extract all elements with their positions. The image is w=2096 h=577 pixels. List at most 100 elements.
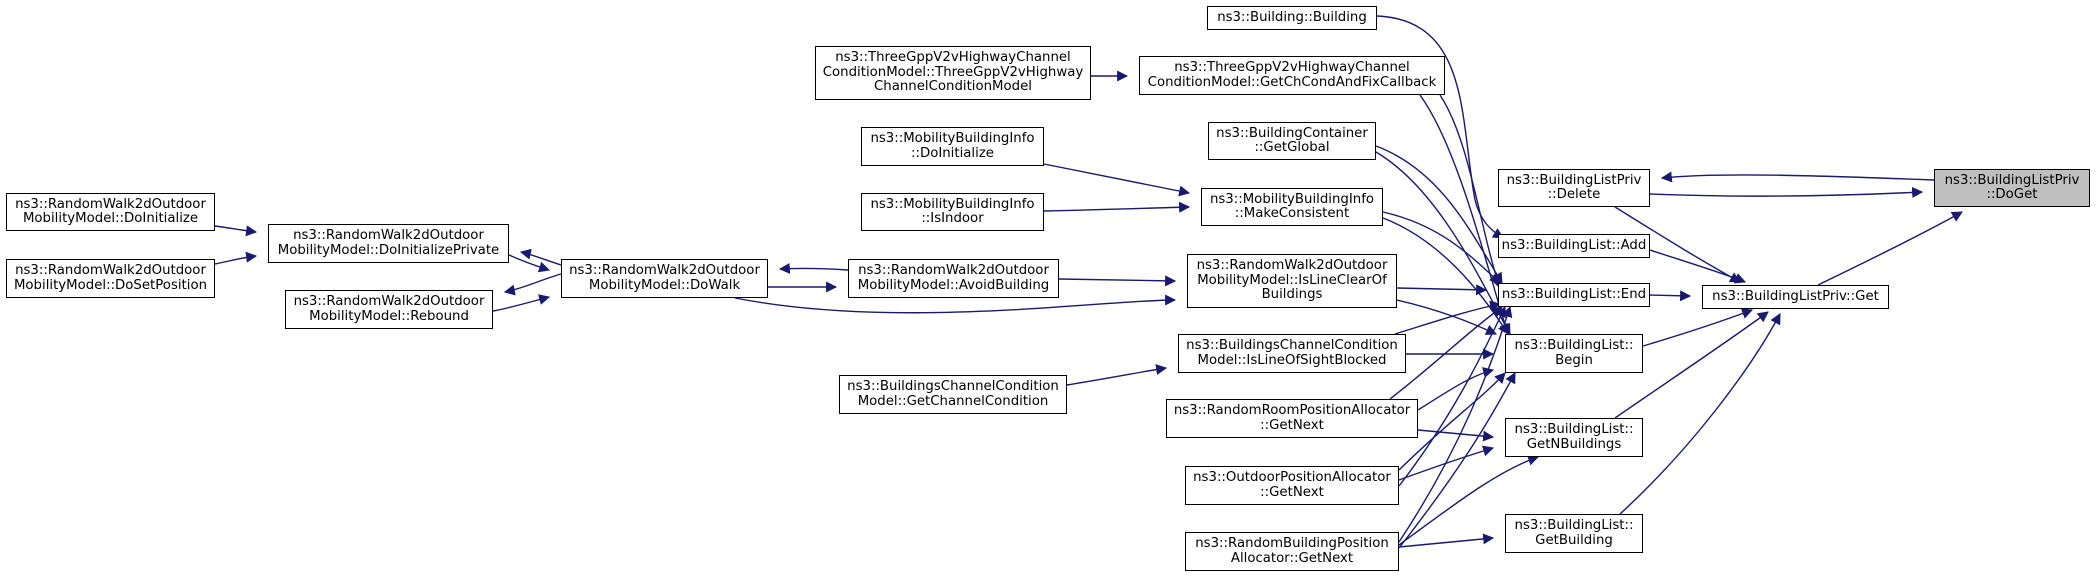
node-randomwalk-doinitialize[interactable]: ns3::RandomWalk2dOutdoor MobilityModel::… (6, 193, 215, 231)
node-line: ns3::RandomWalk2dOutdoor (569, 263, 760, 278)
node-line: ns3::RandomWalk2dOutdoor (1196, 258, 1388, 274)
node-line: GetNBuildings (1526, 436, 1622, 452)
arrow-avoid-to-dowalk (778, 263, 849, 274)
arrow-rbpa-to-end (1398, 305, 1513, 543)
node-line: ConditionModel::ThreeGppV2vHighway (822, 64, 1084, 80)
node-line: ns3::RandomWalk2dOutdoor (858, 263, 1049, 278)
arrow-v2vgetch-to-end (1439, 94, 1502, 290)
arrow-delete-to-get (1614, 206, 1741, 283)
arrow-opa-to-begin (1398, 372, 1506, 471)
node-line: ns3::RandomWalk2dOutdoor (15, 263, 206, 278)
node-line: ns3::MobilityBuildingInfo (870, 196, 1035, 212)
node-line: Buildings (1261, 287, 1323, 303)
node-mobilitybuildinginfo-makeconsistent[interactable]: ns3::MobilityBuildingInfo ::MakeConsiste… (1201, 188, 1383, 226)
node-randomwalk-dosetposition[interactable]: ns3::RandomWalk2dOutdoor MobilityModel::… (6, 259, 215, 298)
node-line: ns3::MobilityBuildingInfo (870, 131, 1035, 146)
node-v2v-getchcond[interactable]: ns3::ThreeGppV2vHighwayChannel Condition… (1139, 56, 1445, 95)
node-line: ::DoInitialize (911, 145, 994, 161)
node-bcc-getchannelcondition[interactable]: ns3::BuildingsChannelCondition Model::Ge… (839, 375, 1067, 414)
node-buildinglistpriv-get[interactable]: ns3::BuildingListPriv::Get (1702, 285, 1889, 309)
node-line: Allocator::GetNext (1230, 550, 1354, 566)
node-line: ns3::BuildingListPriv (1944, 172, 2080, 188)
node-line: MobilityModel::Rebound (309, 308, 469, 324)
node-line: ns3::BuildingContainer (1216, 125, 1368, 141)
arrow-delete-to-doget (1649, 186, 1924, 198)
node-line: ns3::BuildingList:: (1514, 338, 1634, 353)
node-line: Begin (1555, 352, 1593, 368)
node-line: MobilityModel::DoInitialize (22, 211, 199, 226)
node-buildinglistpriv-doget[interactable]: ns3::BuildingListPriv ::DoGet (1934, 169, 2090, 207)
node-line: MobilityModel::DoInitializePrivate (277, 242, 500, 258)
node-line: ns3::RandomWalk2dOutdoor (293, 228, 484, 243)
node-line: ChannelConditionModel (874, 79, 1032, 95)
node-buildinglist-end[interactable]: ns3::BuildingList::End (1498, 283, 1650, 307)
arrow-rebound-to-dowalk (492, 294, 551, 312)
node-line: ns3::RandomBuildingPosition (1195, 536, 1389, 551)
node-line: GetBuilding (1535, 532, 1613, 548)
node-line: ::GetNext (1260, 484, 1324, 500)
node-randomwalk-doinitializeprivate[interactable]: ns3::RandomWalk2dOutdoor MobilityModel::… (268, 224, 509, 263)
arrow-islos-to-end (1394, 300, 1502, 335)
arrow-rbpa-to-getn (1398, 455, 1540, 546)
node-randomwalk-avoidbuilding[interactable]: ns3::RandomWalk2dOutdoor MobilityModel::… (848, 259, 1059, 298)
arrow-begin-to-get (1642, 308, 1754, 347)
node-buildingcontainer-getglobal[interactable]: ns3::BuildingContainer ::GetGlobal (1208, 122, 1376, 160)
node-buildinglist-getnbuildings[interactable]: ns3::BuildingList:: GetNBuildings (1505, 418, 1643, 457)
node-line: MobilityModel::AvoidBuilding (857, 277, 1050, 293)
node-line: ns3::RandomRoomPositionAllocator (1173, 403, 1411, 418)
node-line: ::DoGet (1986, 187, 2038, 202)
node-line: ns3::ThreeGppV2vHighwayChannel (835, 50, 1071, 66)
node-line: ns3::OutdoorPositionAllocator (1193, 470, 1391, 485)
node-line: ConditionModel::GetChCondAndFixCallback (1147, 74, 1437, 90)
node-mobilitybuildinginfo-isindoor[interactable]: ns3::MobilityBuildingInfo ::IsIndoor (861, 193, 1044, 231)
node-bcc-islineofsightblocked[interactable]: ns3::BuildingsChannelCondition Model::Is… (1178, 334, 1406, 373)
arrow-getb-to-get (1619, 313, 1781, 515)
arrow-end-to-get (1649, 290, 1692, 302)
arrow-doget-to-delete (1660, 171, 1935, 183)
node-randomwalk-dowalk[interactable]: ns3::RandomWalk2dOutdoor MobilityModel::… (561, 259, 768, 298)
node-line: ::Delete (1547, 187, 1601, 202)
arrow-dowalk-to-rebound (503, 273, 562, 296)
node-line: ns3::BuildingListPriv::Get (1712, 288, 1879, 304)
node-line: Model::GetChannelCondition (857, 393, 1049, 409)
node-line: ::MakeConsistent (1234, 206, 1350, 221)
node-randomwalk-islineclearofbuildings[interactable]: ns3::RandomWalk2dOutdoor MobilityModel::… (1187, 254, 1397, 308)
arrow-rrpa-to-getn (1417, 429, 1495, 442)
node-buildinglist-begin[interactable]: ns3::BuildingList:: Begin (1505, 334, 1643, 373)
arrow-add-to-get (1649, 249, 1747, 284)
node-line: ns3::RandomWalk2dOutdoor (293, 294, 485, 309)
arrow-v2vgetch-to-begin (1419, 94, 1511, 336)
node-outdoorpositionallocator-getnext[interactable]: ns3::OutdoorPositionAllocator ::GetNext (1185, 466, 1399, 505)
arrow-bccgetch-to-islos (1066, 364, 1168, 386)
node-line: ns3::BuildingList:: (1514, 422, 1634, 437)
arrow-mbi-to-end (1382, 211, 1501, 284)
node-mobilitybuildinginfo-doinitialize[interactable]: ns3::MobilityBuildingInfo ::DoInitialize (861, 127, 1044, 166)
node-line: ns3::Building::Building (1217, 9, 1367, 25)
arrow-opa-to-end (1398, 306, 1506, 487)
node-line: ns3::BuildingList:: (1514, 518, 1634, 533)
arrow-rbpa-to-getb (1398, 533, 1495, 548)
node-v2v-constructor[interactable]: ns3::ThreeGppV2vHighwayChannel Condition… (815, 46, 1091, 100)
node-line: ns3::MobilityBuildingInfo (1209, 191, 1375, 207)
node-line: ns3::BuildingsChannelCondition (1186, 338, 1398, 353)
node-buildinglistpriv-delete[interactable]: ns3::BuildingListPriv ::Delete (1498, 169, 1650, 207)
node-buildinglist-add[interactable]: ns3::BuildingList::Add (1498, 234, 1650, 258)
arrow-opa-to-getn (1398, 445, 1495, 481)
node-line: ns3::RandomWalk2dOutdoor (15, 196, 206, 212)
node-line: ns3::BuildingList::End (1501, 286, 1647, 302)
node-randomwalk-rebound[interactable]: ns3::RandomWalk2dOutdoor MobilityModel::… (285, 290, 493, 329)
arrow-isline-to-end (1396, 284, 1488, 296)
node-randombuildingpositionallocator-getnext[interactable]: ns3::RandomBuildingPosition Allocator::G… (1185, 532, 1399, 571)
node-line: MobilityModel::DoWalk (588, 277, 741, 293)
arrow-dosetpos-to-doinitpriv (214, 251, 258, 265)
node-randomroompositionallocator-getnext[interactable]: ns3::RandomRoomPositionAllocator ::GetNe… (1166, 399, 1418, 438)
arrow-avoid-to-isline (1058, 275, 1177, 287)
node-building-building[interactable]: ns3::Building::Building (1207, 6, 1377, 30)
arrow-rbpa-to-begin (1398, 372, 1516, 549)
arrow-bc-to-end (1375, 145, 1503, 284)
arrow-get-to-doget (1817, 211, 1963, 286)
node-buildinglist-getbuilding[interactable]: ns3::BuildingList:: GetBuilding (1505, 514, 1643, 553)
node-line: MobilityModel::DoSetPosition (13, 277, 208, 293)
arrow-dowalk-to-doinitpriv (519, 248, 562, 266)
